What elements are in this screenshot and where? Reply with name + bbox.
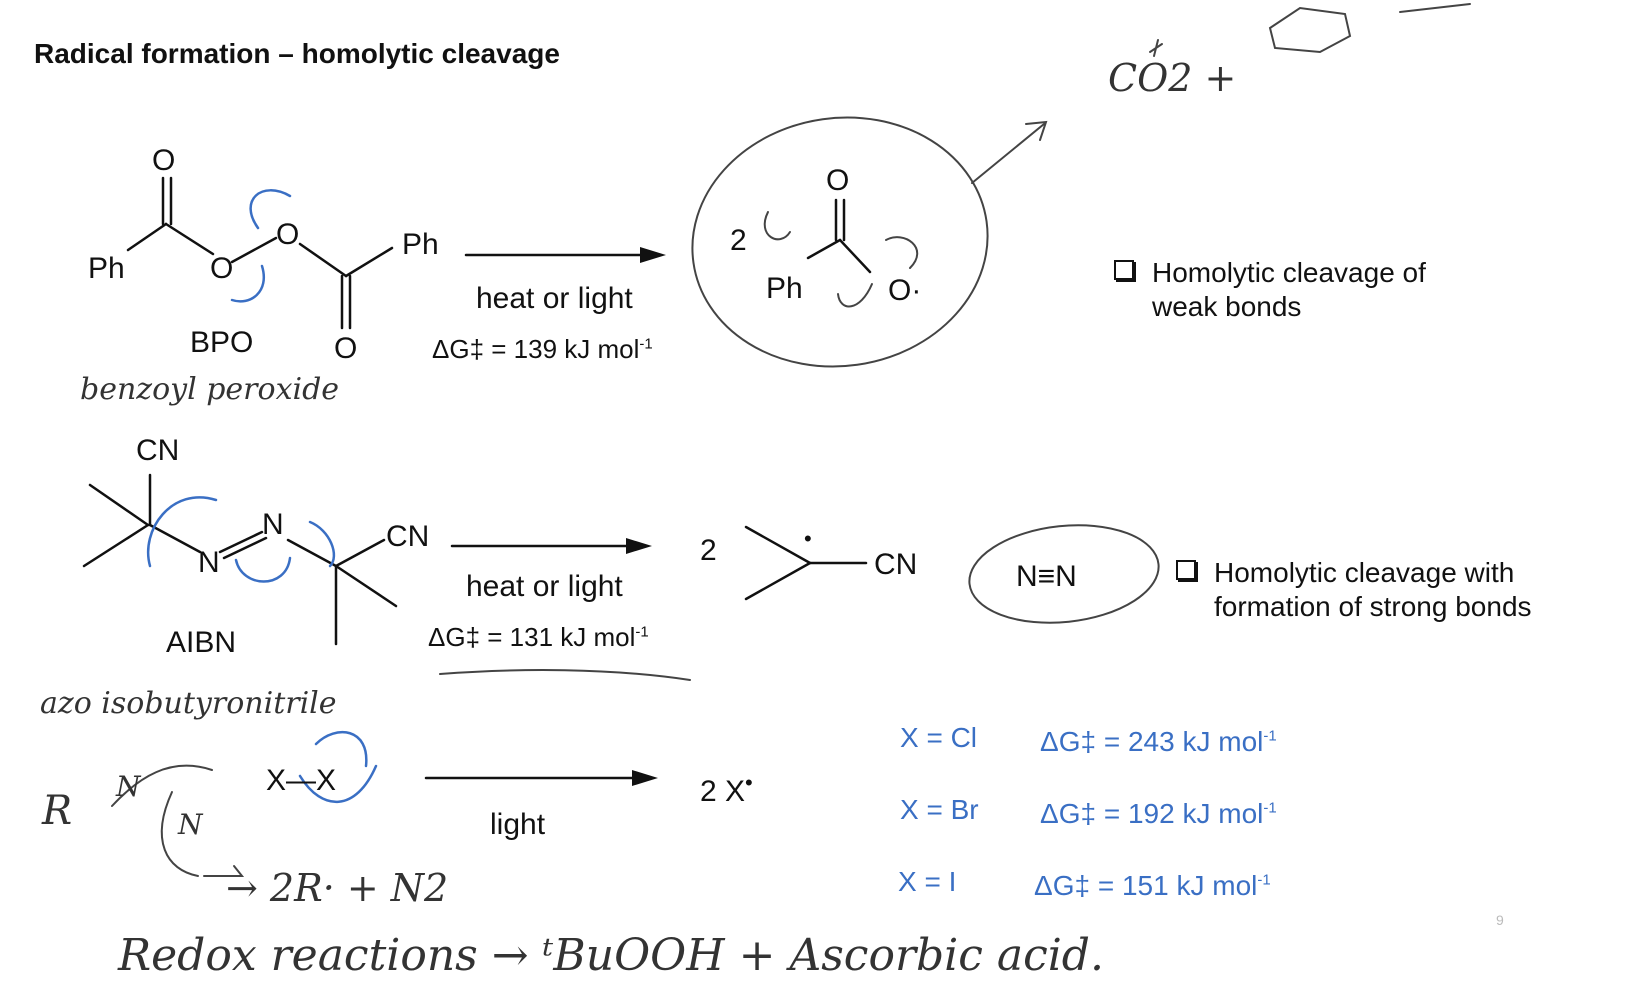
bpo-label: BPO — [190, 326, 254, 359]
halogen-i-label: X = I — [898, 866, 957, 897]
aibn-n-2: N — [262, 508, 284, 541]
halogen-radical-product: 2 X• — [700, 770, 753, 808]
aibn-cn-left: CN — [136, 434, 180, 467]
handwritten-bpo-name: benzoyl peroxide — [80, 372, 340, 407]
aibn-cn-right: CN — [386, 520, 430, 553]
halogen-cl-dg: ΔG‡ = 243 kJ mol-1 — [1040, 726, 1277, 757]
halogen-cl-label: X = Cl — [900, 722, 978, 753]
handwritten-azo-r: R — [42, 788, 73, 834]
page-number: 9 — [1496, 912, 1504, 928]
radical-cn-label: CN — [874, 548, 918, 581]
checkbox-bullet-icon — [1176, 560, 1196, 580]
phenyl-right-label: Ph — [402, 228, 439, 261]
handwritten-aibn-name: azo isobutyronitrile — [40, 686, 337, 721]
phenyl-left-label: Ph — [88, 252, 125, 285]
carbon-radical-dot: • — [804, 526, 812, 551]
aibn-label: AIBN — [166, 626, 237, 659]
halogen-br-dg: ΔG‡ = 192 kJ mol-1 — [1040, 798, 1277, 829]
handwritten-co2: CO2 + — [1108, 56, 1237, 100]
handwritten-azo-products: → 2R· + N2 — [226, 866, 449, 910]
halogen-i-dg: ΔG‡ = 151 kJ mol-1 — [1034, 870, 1271, 901]
peroxide-oxygen-2: O — [276, 218, 300, 251]
handwritten-azo-n2: N — [178, 808, 203, 841]
aibn-n-1: N — [198, 546, 220, 579]
oxygen-radical-label: O· — [888, 274, 922, 307]
reaction2-coefficient: 2 — [700, 534, 717, 567]
handwritten-redox-note: Redox reactions → ᵗBuOOH + Ascorbic acid… — [118, 930, 1104, 981]
product-carbonyl-oxygen: O — [826, 164, 850, 197]
reaction1-dg: ΔG‡ = 139 kJ mol-1 — [432, 334, 653, 364]
dinitrogen-label: N≡N — [1016, 560, 1077, 593]
product-phenyl-label: Ph — [766, 272, 803, 305]
reaction1-condition: heat or light — [476, 282, 633, 315]
bullet-strong-bonds: Homolytic cleavage with formation of str… — [1176, 556, 1532, 624]
reaction3-condition: light — [490, 808, 546, 841]
handwritten-azo-n1: N — [116, 770, 141, 803]
halogen-reagent: X—X — [266, 764, 337, 797]
carbonyl-oxygen-bottom: O — [334, 332, 358, 365]
reaction1-coefficient: 2 — [730, 224, 747, 257]
peroxide-oxygen-1: O — [210, 252, 234, 285]
slide-title: Radical formation – homolytic cleavage — [34, 38, 560, 69]
carbonyl-oxygen-top: O — [152, 144, 176, 177]
halogen-br-label: X = Br — [900, 794, 979, 825]
bullet-weak-bonds: Homolytic cleavage of weak bonds — [1114, 256, 1426, 324]
reaction2-dg: ΔG‡ = 131 kJ mol-1 — [428, 622, 649, 652]
reaction2-condition: heat or light — [466, 570, 623, 603]
checkbox-bullet-icon — [1114, 260, 1134, 280]
